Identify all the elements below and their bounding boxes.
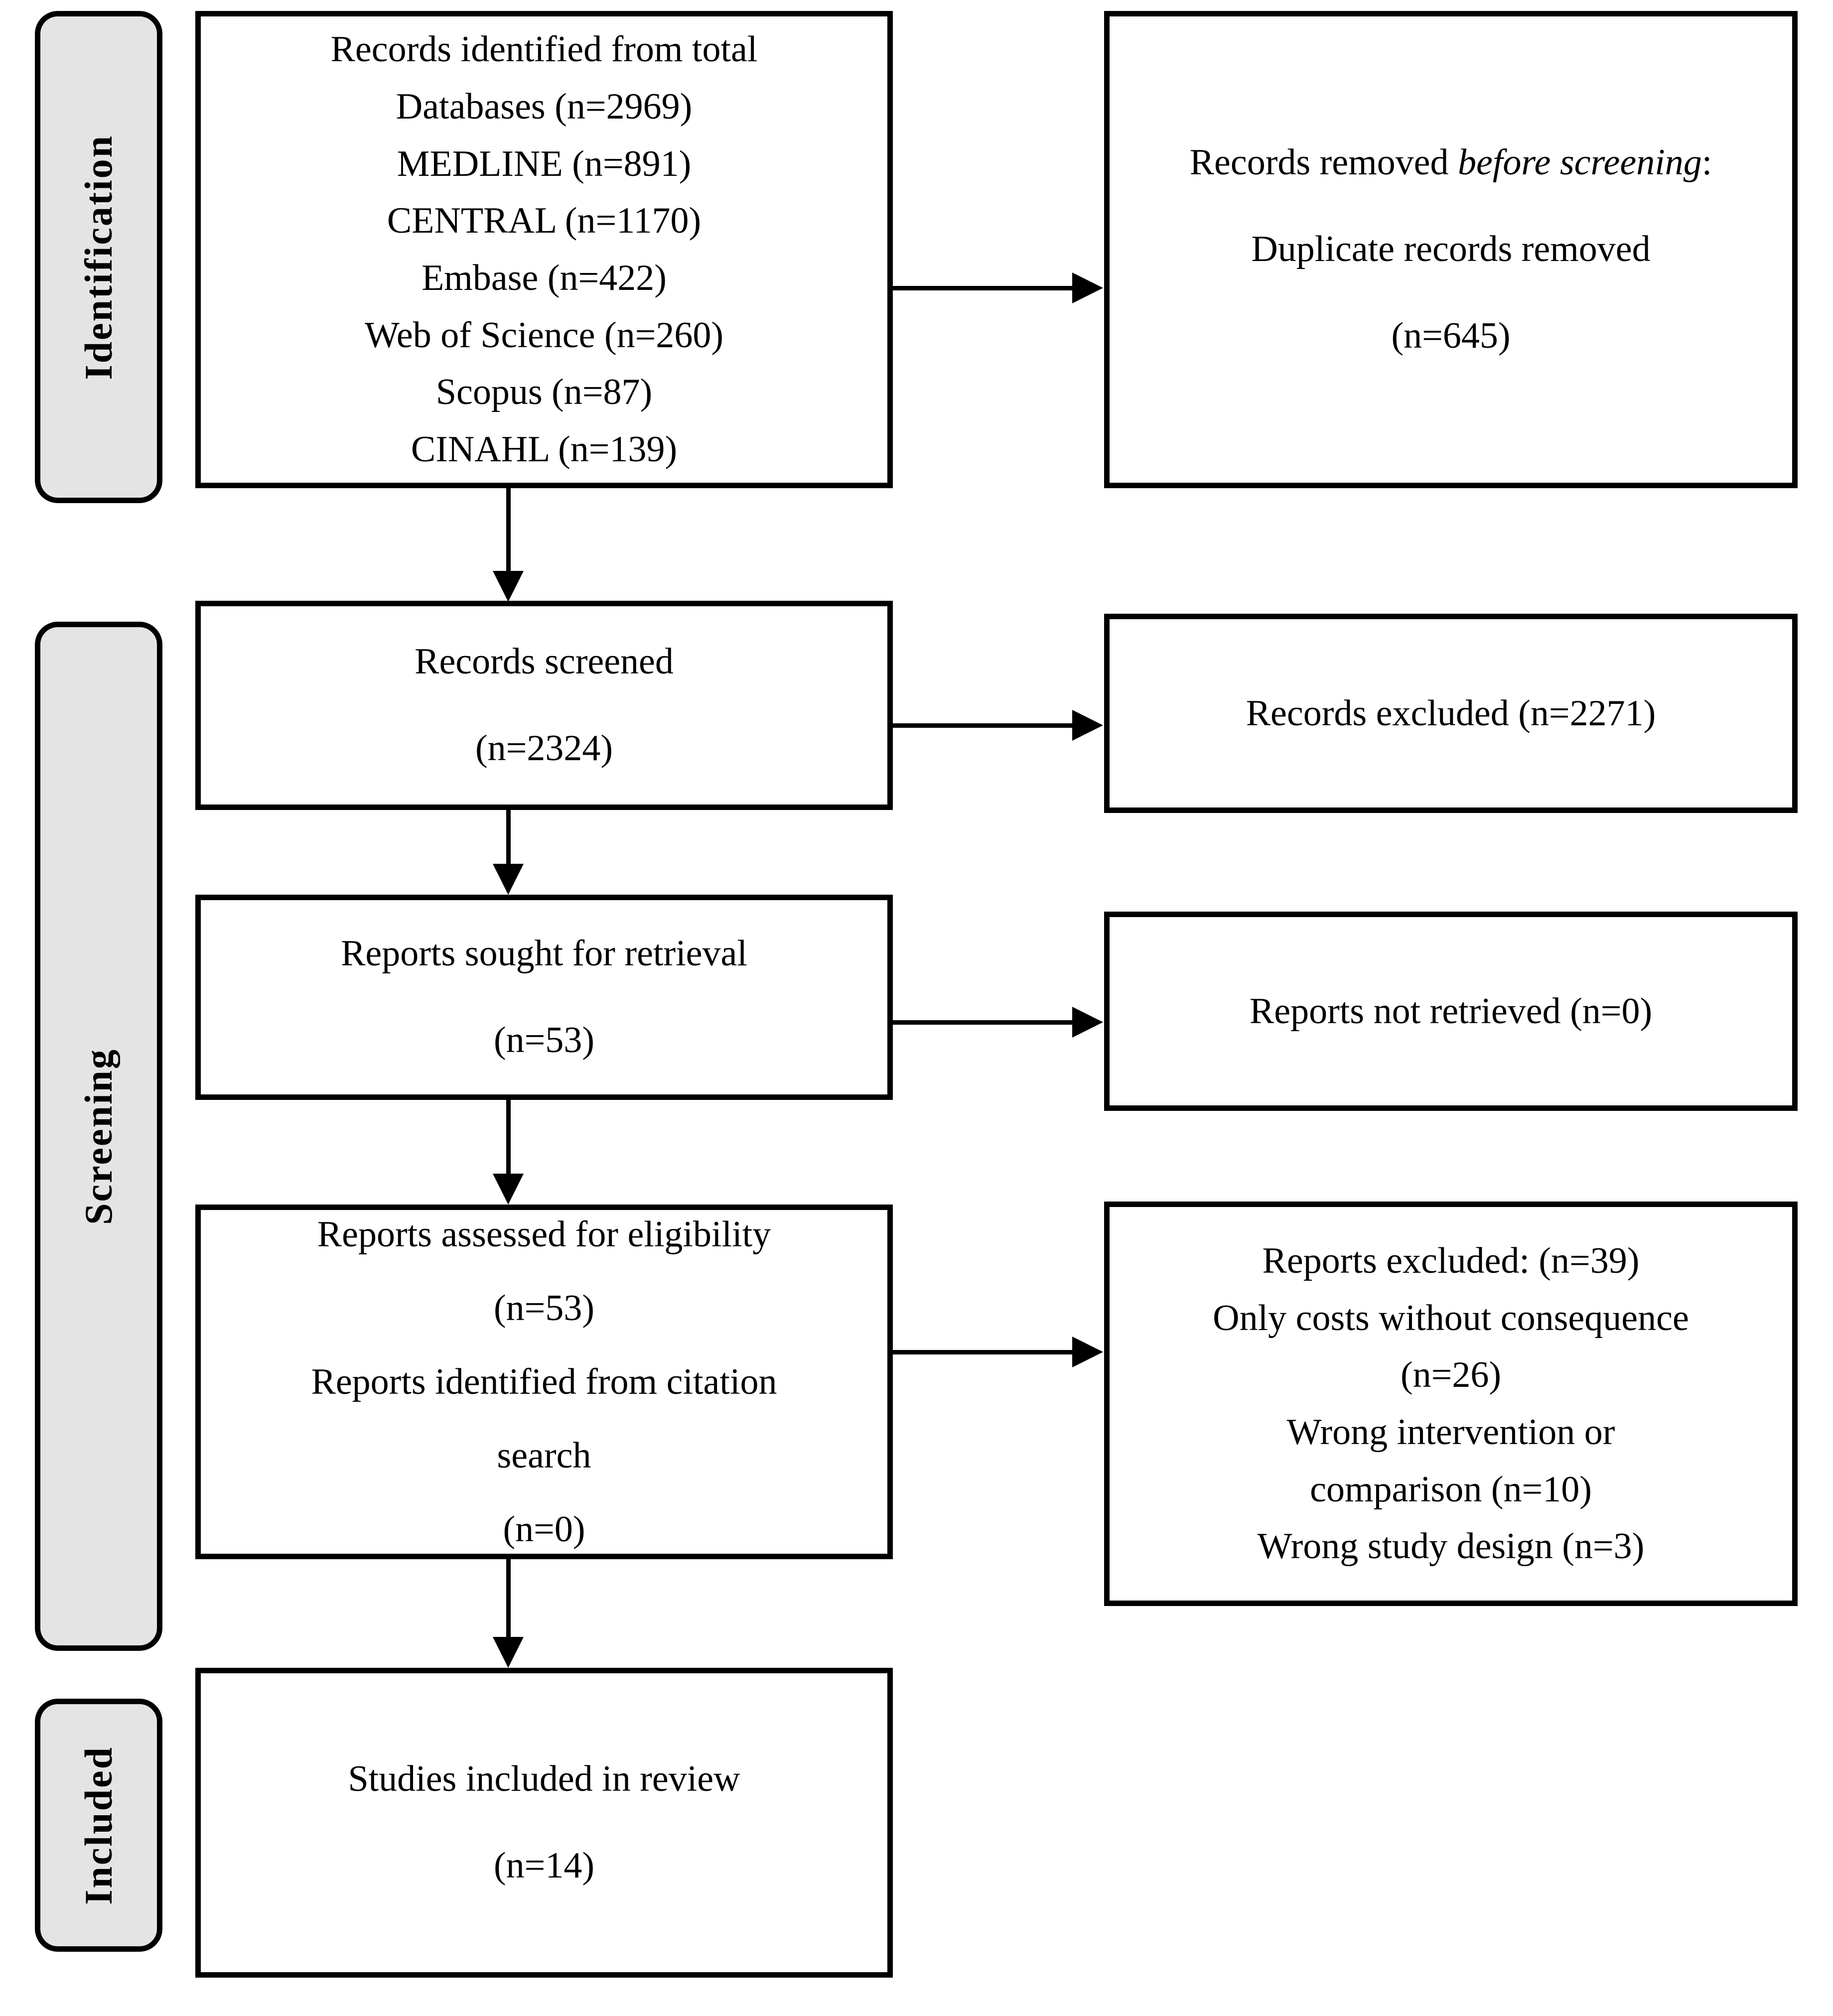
- box-records-identified: Records identified from total Databases …: [195, 11, 893, 488]
- reports-assessed-line-1: Reports assessed for eligibility: [317, 1214, 771, 1255]
- records-identified-line-8: CINAHL (n=139): [411, 429, 678, 470]
- records-removed-line-1-post: :: [1701, 142, 1712, 183]
- connector-identified-to-screened-line: [506, 487, 511, 572]
- phase-included-label: Included: [77, 1746, 120, 1905]
- records-identified-line-3: MEDLINE (n=891): [397, 143, 692, 184]
- box-records-removed: Records removed before screening: Duplic…: [1104, 11, 1798, 488]
- box-reports-not-retrieved-text: Reports not retrieved (n=0): [1233, 983, 1669, 1040]
- records-removed-line-1: Records removed before screening:: [1190, 120, 1712, 206]
- connector-assessed-to-included-arrowhead: [493, 1637, 524, 1668]
- records-removed-line-3: (n=645): [1391, 315, 1511, 356]
- box-reports-sought: Reports sought for retrieval (n=53): [195, 895, 893, 1100]
- connector-sought-to-assessed-arrowhead: [493, 1174, 524, 1205]
- records-identified-line-7: Scopus (n=87): [435, 372, 653, 413]
- box-records-excluded: Records excluded (n=2271): [1104, 614, 1798, 813]
- connector-identified-to-removed-line: [890, 286, 1072, 290]
- box-records-removed-text: Records removed before screening: Duplic…: [1173, 120, 1729, 380]
- connector-sought-to-not-retrieved-arrowhead: [1072, 1007, 1103, 1038]
- records-identified-line-2: Databases (n=2969): [396, 86, 693, 127]
- box-studies-included: Studies included in review (n=14): [195, 1668, 893, 1978]
- connector-screened-to-excluded-arrowhead: [1072, 710, 1103, 741]
- connector-screened-to-sought-arrowhead: [493, 864, 524, 895]
- connector-identified-to-removed-arrowhead: [1072, 272, 1103, 303]
- reports-assessed-line-2: (n=53): [493, 1288, 594, 1329]
- connector-screened-to-excluded-line: [890, 723, 1072, 728]
- reports-sought-line-2: (n=53): [493, 1020, 595, 1061]
- box-studies-included-text: Studies included in review (n=14): [331, 1736, 757, 1909]
- reports-assessed-line-4: search: [497, 1435, 591, 1476]
- box-reports-not-retrieved: Reports not retrieved (n=0): [1104, 912, 1798, 1111]
- records-identified-line-4: CENTRAL (n=1170): [387, 200, 702, 242]
- box-reports-assessed: Reports assessed for eligibility (n=53) …: [195, 1205, 893, 1559]
- reports-excluded-line-3: (n=26): [1400, 1354, 1501, 1396]
- studies-included-line-2: (n=14): [493, 1845, 595, 1886]
- reports-excluded-line-2: Only costs without consequence: [1213, 1297, 1689, 1339]
- records-removed-line-1-italic: before screening: [1458, 142, 1702, 183]
- records-excluded-line-1: Records excluded (n=2271): [1246, 692, 1656, 734]
- connector-assessed-to-included-line: [506, 1559, 511, 1638]
- reports-not-retrieved-line-1: Reports not retrieved (n=0): [1249, 990, 1653, 1032]
- box-records-excluded-text: Records excluded (n=2271): [1229, 685, 1673, 742]
- reports-excluded-line-6: Wrong study design (n=3): [1257, 1526, 1645, 1567]
- connector-identified-to-screened-arrowhead: [493, 571, 524, 602]
- connector-screened-to-sought-line: [506, 810, 511, 865]
- phase-included: Included: [35, 1699, 162, 1952]
- records-identified-line-5: Embase (n=422): [422, 258, 667, 298]
- records-screened-line-2: (n=2324): [475, 728, 613, 769]
- records-identified-line-1: Records identified from total: [330, 29, 758, 70]
- records-screened-line-1: Records screened: [415, 641, 674, 682]
- reports-assessed-line-3: Reports identified from citation: [311, 1361, 777, 1402]
- box-reports-sought-text: Reports sought for retrieval (n=53): [324, 911, 764, 1084]
- connector-assessed-to-excluded-arrowhead: [1072, 1337, 1103, 1367]
- box-records-screened-text: Records screened (n=2324): [398, 619, 691, 792]
- reports-excluded-line-4: Wrong intervention or: [1286, 1412, 1615, 1453]
- box-reports-excluded-text: Reports excluded: (n=39) Only costs with…: [1196, 1232, 1706, 1575]
- records-identified-line-6: Web of Science (n=260): [364, 314, 724, 356]
- reports-excluded-line-1: Reports excluded: (n=39): [1262, 1240, 1640, 1281]
- studies-included-line-1: Studies included in review: [348, 1758, 740, 1800]
- phase-screening-label: Screening: [77, 1048, 120, 1225]
- connector-sought-to-not-retrieved-line: [890, 1020, 1072, 1025]
- phase-screening: Screening: [35, 622, 162, 1651]
- records-removed-line-1-pre: Records removed: [1189, 142, 1458, 183]
- box-reports-excluded: Reports excluded: (n=39) Only costs with…: [1104, 1202, 1798, 1606]
- connector-sought-to-assessed-line: [506, 1100, 511, 1175]
- box-records-screened: Records screened (n=2324): [195, 601, 893, 810]
- reports-excluded-line-5: comparison (n=10): [1310, 1469, 1592, 1510]
- box-reports-assessed-text: Reports assessed for eligibility (n=53) …: [294, 1198, 794, 1566]
- reports-sought-line-1: Reports sought for retrieval: [341, 933, 747, 974]
- box-records-identified-text: Records identified from total Databases …: [314, 21, 775, 478]
- connector-assessed-to-excluded-line: [890, 1350, 1072, 1354]
- phase-identification: Identification: [35, 11, 162, 503]
- reports-assessed-line-5: (n=0): [503, 1509, 585, 1550]
- phase-identification-label: Identification: [77, 134, 120, 380]
- records-removed-line-2: Duplicate records removed: [1251, 229, 1651, 270]
